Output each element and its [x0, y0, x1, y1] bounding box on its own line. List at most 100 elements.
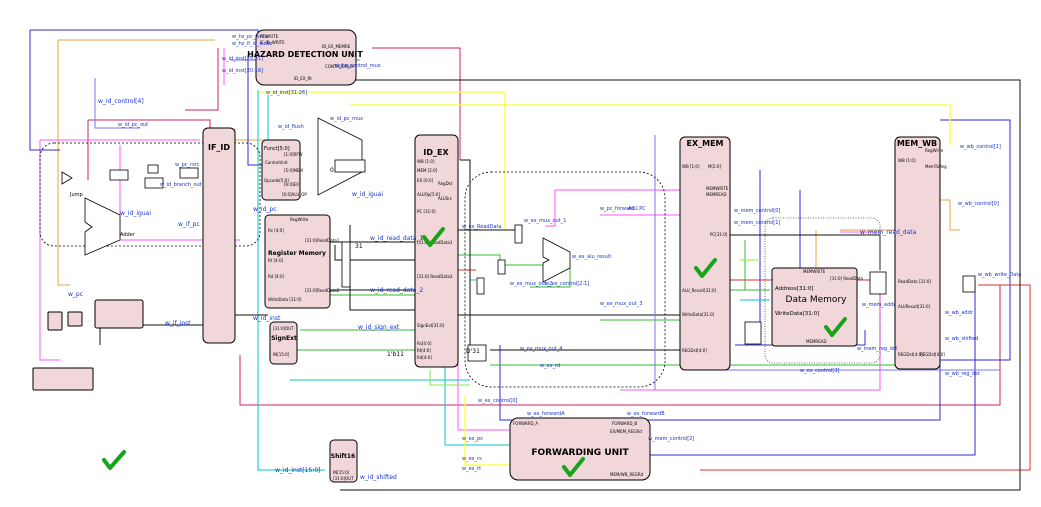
signal-w-hz-pc-write: w_hz_pc_write — [232, 34, 268, 40]
signal-w-wb-shifted: w_wb_shifted — [945, 336, 978, 342]
signal-w-if-pc: w_if_pc — [178, 221, 200, 228]
mem-wb-port-6: REGDst[4:0] — [920, 352, 945, 357]
id-ex-port-1: MEM [2:0] — [417, 168, 438, 173]
shift16-port-1: [31:0]OUT — [333, 476, 354, 481]
shift16-title: Shift16 — [331, 453, 355, 460]
mem-forward-mux — [744, 321, 762, 345]
regmem-port-4: WriteData [31:0] — [268, 297, 302, 302]
fetch-region — [39, 142, 261, 247]
signal-w-id-inst: w_id_inst — [253, 315, 281, 322]
const-0: 0 — [330, 167, 334, 174]
hazard-port-2: ID_EX_MEMRE — [322, 44, 351, 49]
signal-w-wb-reg-dst: w_wb_reg_dst — [945, 371, 980, 377]
regmem-port-1: Rs [4:0] — [268, 228, 284, 233]
signal-w-mem-addr: w_mem_addr — [862, 302, 896, 308]
check-ex-mem — [694, 258, 717, 278]
signext-port-1: IN[15:0] — [273, 352, 290, 357]
signext-port-0: [31:0]OUT — [273, 326, 294, 331]
forwarding-port-1: FORWARD_B — [612, 421, 637, 426]
regmem-port-6: [31:0]ReadData2 — [305, 288, 340, 293]
data-memory-port-0: MEMWRITE — [803, 269, 826, 274]
hazard-detection-unit: HAZARD DETECTION UNIT PCWRITE IF_ID_WRIT… — [247, 29, 363, 86]
signal-w-id-control-4: w_id_control[4] — [98, 98, 144, 105]
signal-w-ex-rt: w_ex_rt — [462, 466, 481, 472]
control-port-1: ControlUnit — [265, 160, 288, 165]
const-d31: D'31 — [466, 348, 480, 355]
check-forwarding — [562, 457, 585, 477]
ex-mem-port-7: REGDst[4:0] — [682, 348, 707, 353]
signal-w-id-pc: w_id_pc — [253, 206, 277, 213]
id-ex-port-3: ALUOp[5:0] — [417, 192, 440, 197]
signal-w-pc-forward: w_pc_forward — [600, 206, 634, 212]
control-port-6: [6:0]ALU_OP — [282, 192, 307, 197]
shift16: Shift16 IN[15:0] [31:0]OUT — [329, 439, 358, 483]
id-ex-port-6: [31:0] ReadData2 — [417, 274, 453, 279]
signal-w-wb-control-0: w_wb_control[0] — [958, 201, 999, 207]
hazard-title: HAZARD DETECTION UNIT — [247, 50, 363, 59]
mem-wb-port-1: MemToReg — [925, 164, 947, 169]
wb-forward-mux — [869, 271, 887, 295]
signal-w-ex-mux-out-2: w_ex_mux_out_2 — [510, 281, 552, 287]
signal-w-id-pc-out: w_id_pc_out — [118, 122, 148, 128]
signal-w-id-inst-15-0: w_id_inst[15:0] — [275, 467, 321, 474]
signal-w-ex-control-0: w_ex_control[0] — [478, 398, 518, 404]
hazard-port-0: PCWRITE — [260, 34, 279, 39]
mem-wb-port-5: REGDst[4:0] — [898, 352, 923, 357]
shift16-port-0: IN[15:0] — [333, 470, 350, 475]
pc-mux — [317, 117, 363, 196]
forwarding-unit: FORWARDING UNIT FORWARD_A FORWARD_B EX/M… — [509, 417, 651, 481]
id-ex-port-9: Rt[4:0] — [417, 348, 431, 353]
hazard-port-1: IF_ID_WRITE — [260, 40, 285, 45]
constants: 0 31 1'b11 D'31 — [330, 167, 480, 358]
signal-w-ex-readdata: w_ex_ReadData — [462, 224, 502, 230]
signal-w-id-inst-31-26: w_id_inst[31:26] — [266, 90, 307, 96]
signal-w-id-inst-20-16: w_id_inst[20:16] — [222, 68, 263, 74]
signal-w-ex-pc: w_ex_pc — [462, 436, 483, 442]
id-ex-port-8: Rs[4:0] — [417, 341, 432, 346]
signal-w-hz-control-mux: w_hz_control_mux — [335, 63, 381, 69]
ex-mem-port-0: WB [1:0] — [682, 164, 700, 169]
regmem-port-3: Rd [4:0] — [268, 274, 285, 279]
signal-w-ex-forward-b: w_ex_forwardB — [627, 411, 665, 417]
branch-gate — [147, 164, 159, 174]
forwarding-title: FORWARDING UNIT — [531, 448, 629, 458]
and-gate — [109, 169, 129, 181]
ex-mem-title: EX_MEM — [686, 139, 723, 148]
execute-region — [464, 171, 666, 388]
memtoreg-mux — [962, 275, 976, 293]
signal-w-id-iguai: w_id_iguai — [352, 191, 383, 198]
id-ex-port-4: PC [31:0] — [417, 209, 436, 214]
regmem-port-5: [31:0]ReadData1 — [305, 238, 340, 243]
regmem-port-0: RegWrite — [290, 217, 309, 222]
hazard-port-4: ID_EX_Rt — [294, 76, 312, 81]
const-1b11: 1'b11 — [387, 351, 404, 358]
ex-mem-port-4: PC[31:0] — [710, 232, 728, 237]
control-port-4: [5:0]MEM — [284, 168, 304, 173]
signal-w-id-read-data-2: w_id_read_data_2 — [370, 287, 423, 294]
signal-w-wb-addr: w_wb_addr — [945, 310, 974, 316]
if-id-register: IF_ID — [202, 127, 236, 344]
data-memory: Data Memory MEMWRITE Address[31:0] [31:0… — [771, 267, 864, 347]
mem-wb-register: MEM_WB RegWrite MemToReg WB [1:0] ReadDa… — [894, 136, 947, 370]
id-ex-port-7: SignExt[31:0] — [417, 323, 445, 328]
forwarding-port-3: MEM/WB_REGRd — [610, 472, 644, 477]
signal-w-id-iguai-2: w_id_iguai — [120, 210, 151, 217]
control-mux — [334, 159, 366, 173]
control-port-5: [6:0]EX — [284, 182, 299, 187]
signal-w-id-inst-25-21: w_id_inst[25:21] — [222, 56, 263, 62]
signal-w-pc-rsrc: w_pc_rsrc — [175, 162, 200, 168]
check-marks — [102, 227, 847, 477]
adder-shape — [84, 197, 121, 256]
hazard-port-3: CONTROLMUX — [325, 64, 354, 69]
data-memory-title: Data Memory — [786, 295, 848, 305]
mem-wb-port-0: RegWrite — [925, 148, 944, 153]
signal-w-ex-rs: w_ex_rs — [462, 456, 482, 462]
signal-w-ex-control-3: w_ex_control[3] — [800, 368, 840, 374]
signal-w-mem-control-2: w_mem_control[2] — [648, 436, 694, 442]
ex-mem-port-2: MEMWRITE — [706, 186, 729, 191]
signal-w-mem-control-0: w_mem_control[0] — [734, 208, 780, 214]
data-memory-port-2: [31:0] ReadData — [830, 276, 864, 281]
rd-mux — [341, 241, 351, 288]
